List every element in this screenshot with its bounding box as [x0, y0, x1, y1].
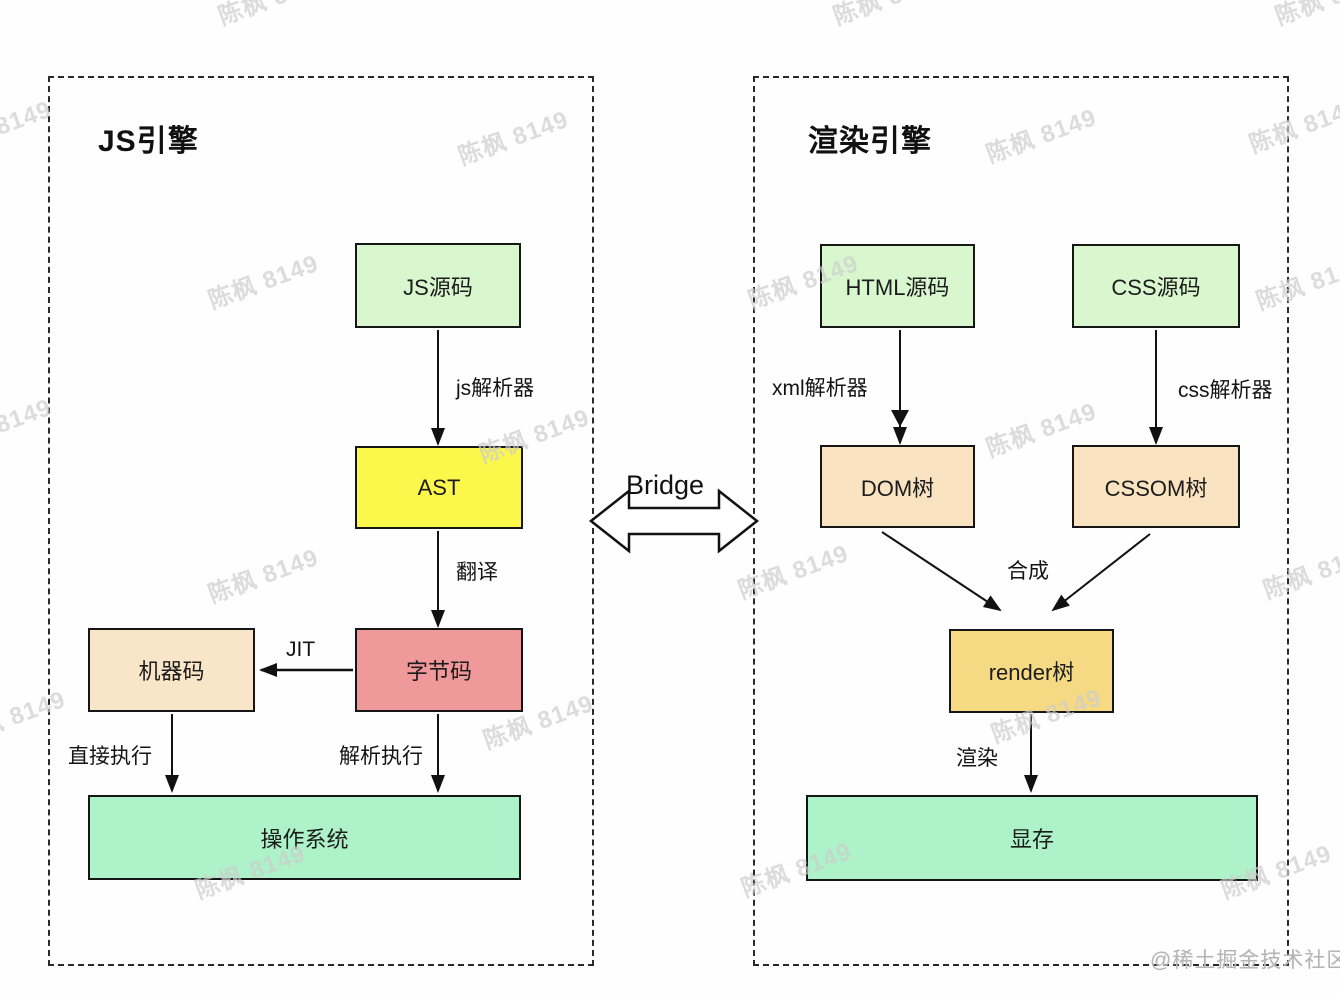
- css-parser-label: css解析器: [1178, 379, 1273, 402]
- render-engine-title: 渲染引擎: [808, 125, 932, 158]
- jit-label: JIT: [286, 638, 316, 661]
- compose-label: 合成: [1007, 560, 1049, 583]
- watermark-text: 陈枫 8149: [1269, 0, 1340, 32]
- js-source-box: JS源码: [355, 243, 521, 328]
- js-engine-title: JS引擎: [98, 125, 199, 158]
- bridge-label: Bridge: [626, 470, 705, 500]
- os-box: 操作系统: [88, 795, 521, 880]
- vram-box: 显存: [806, 795, 1258, 881]
- interpret-exec-label: 解析执行: [339, 745, 423, 768]
- dom-tree-box: DOM树: [820, 445, 975, 528]
- xml-parser-label: xml解析器: [772, 377, 868, 400]
- ast-box: AST: [355, 446, 523, 529]
- bytecode-box: 字节码: [355, 628, 523, 712]
- render-label: 渲染: [956, 747, 998, 770]
- direct-exec-label: 直接执行: [68, 745, 152, 768]
- js-parser-label: js解析器: [456, 377, 535, 400]
- render-tree-box: render树: [949, 629, 1114, 713]
- translate-label: 翻译: [456, 561, 498, 584]
- css-source-box: CSS源码: [1072, 244, 1240, 328]
- attribution-watermark: @稀土掘金技术社区: [1150, 949, 1340, 972]
- html-source-box: HTML源码: [820, 244, 975, 328]
- watermark-text: 陈枫 8149: [827, 0, 947, 32]
- watermark-text: 陈枫 8149: [212, 0, 332, 32]
- machine-code-box: 机器码: [88, 628, 255, 712]
- cssom-tree-box: CSSOM树: [1072, 445, 1240, 528]
